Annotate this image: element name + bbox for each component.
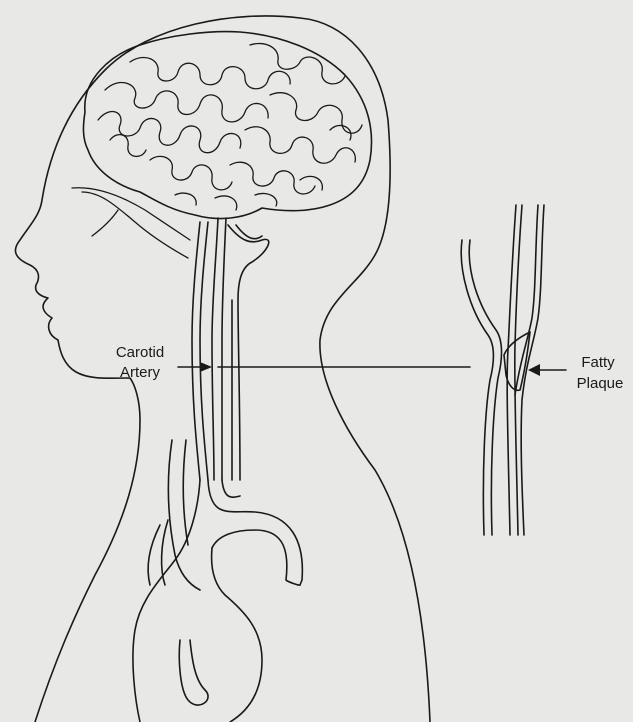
neck-arteries (192, 218, 269, 480)
brain (83, 32, 371, 219)
carotid-label-line1: Carotid (116, 344, 164, 361)
back-outline (300, 18, 430, 722)
plaque-label-line2: Plaque (577, 375, 624, 392)
plaque-label-line1: Fatty (581, 354, 615, 371)
plaque-arrow-head (528, 364, 540, 376)
carotid-arrow-head (200, 362, 212, 372)
facial-artery-branch (72, 188, 190, 258)
carotid-label-line2: Artery (120, 364, 161, 381)
aorta-and-heart (133, 440, 302, 722)
